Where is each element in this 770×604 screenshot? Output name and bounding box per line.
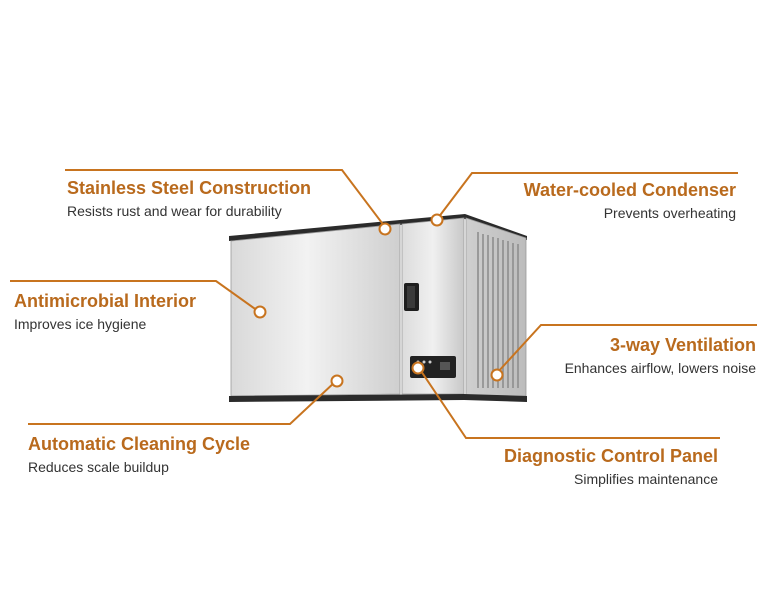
marker-stainless-icon bbox=[378, 222, 392, 236]
callout-subtitle: Simplifies maintenance bbox=[574, 471, 718, 487]
marker-antimicrobial-icon bbox=[253, 305, 267, 319]
callout-cleaning: Automatic Cleaning Cycle Reduces scale b… bbox=[28, 433, 250, 476]
callout-title: Stainless Steel Construction bbox=[67, 178, 312, 198]
leader-cleaning bbox=[28, 380, 337, 425]
leader-lines bbox=[10, 169, 757, 439]
callout-title: 3-way Ventilation bbox=[609, 335, 756, 355]
callout-title: Antimicrobial Interior bbox=[14, 291, 197, 311]
callout-ventilation: 3-way Ventilation Enhances airflow, lowe… bbox=[565, 334, 756, 377]
marker-ventilation-icon bbox=[490, 368, 504, 382]
callout-markers bbox=[253, 213, 504, 388]
callout-title: Diagnostic Control Panel bbox=[503, 446, 718, 466]
bottom-trim bbox=[229, 394, 527, 402]
callout-antimicrobial: Antimicrobial Interior Improves ice hygi… bbox=[14, 290, 196, 333]
leader-ventilation bbox=[496, 324, 757, 374]
leader-stainless bbox=[65, 169, 386, 228]
marker-condenser-icon bbox=[430, 213, 444, 227]
callout-condenser: Water-cooled Condenser Prevents overheat… bbox=[524, 179, 736, 222]
leader-control-panel bbox=[418, 367, 720, 439]
left-door-panel bbox=[230, 223, 401, 397]
callout-title: Automatic Cleaning Cycle bbox=[28, 434, 251, 454]
callout-subtitle: Enhances airflow, lowers noise bbox=[564, 360, 756, 376]
leader-condenser bbox=[437, 172, 738, 219]
marker-cleaning-icon bbox=[330, 374, 344, 388]
leader-antimicrobial bbox=[10, 280, 259, 312]
callout-subtitle: Reduces scale buildup bbox=[28, 459, 169, 475]
callout-control-panel: Diagnostic Control Panel Simplifies main… bbox=[504, 445, 718, 488]
vent-grille bbox=[477, 232, 519, 388]
callout-subtitle: Improves ice hygiene bbox=[14, 316, 147, 332]
callout-subtitle: Prevents overheating bbox=[603, 205, 736, 221]
callout-stainless: Stainless Steel Construction Resists rus… bbox=[67, 177, 311, 220]
ice-machine bbox=[229, 214, 527, 402]
callout-title: Water-cooled Condenser bbox=[523, 180, 736, 200]
marker-control-panel-icon bbox=[411, 361, 425, 375]
callout-subtitle: Resists rust and wear for durability bbox=[67, 203, 282, 219]
